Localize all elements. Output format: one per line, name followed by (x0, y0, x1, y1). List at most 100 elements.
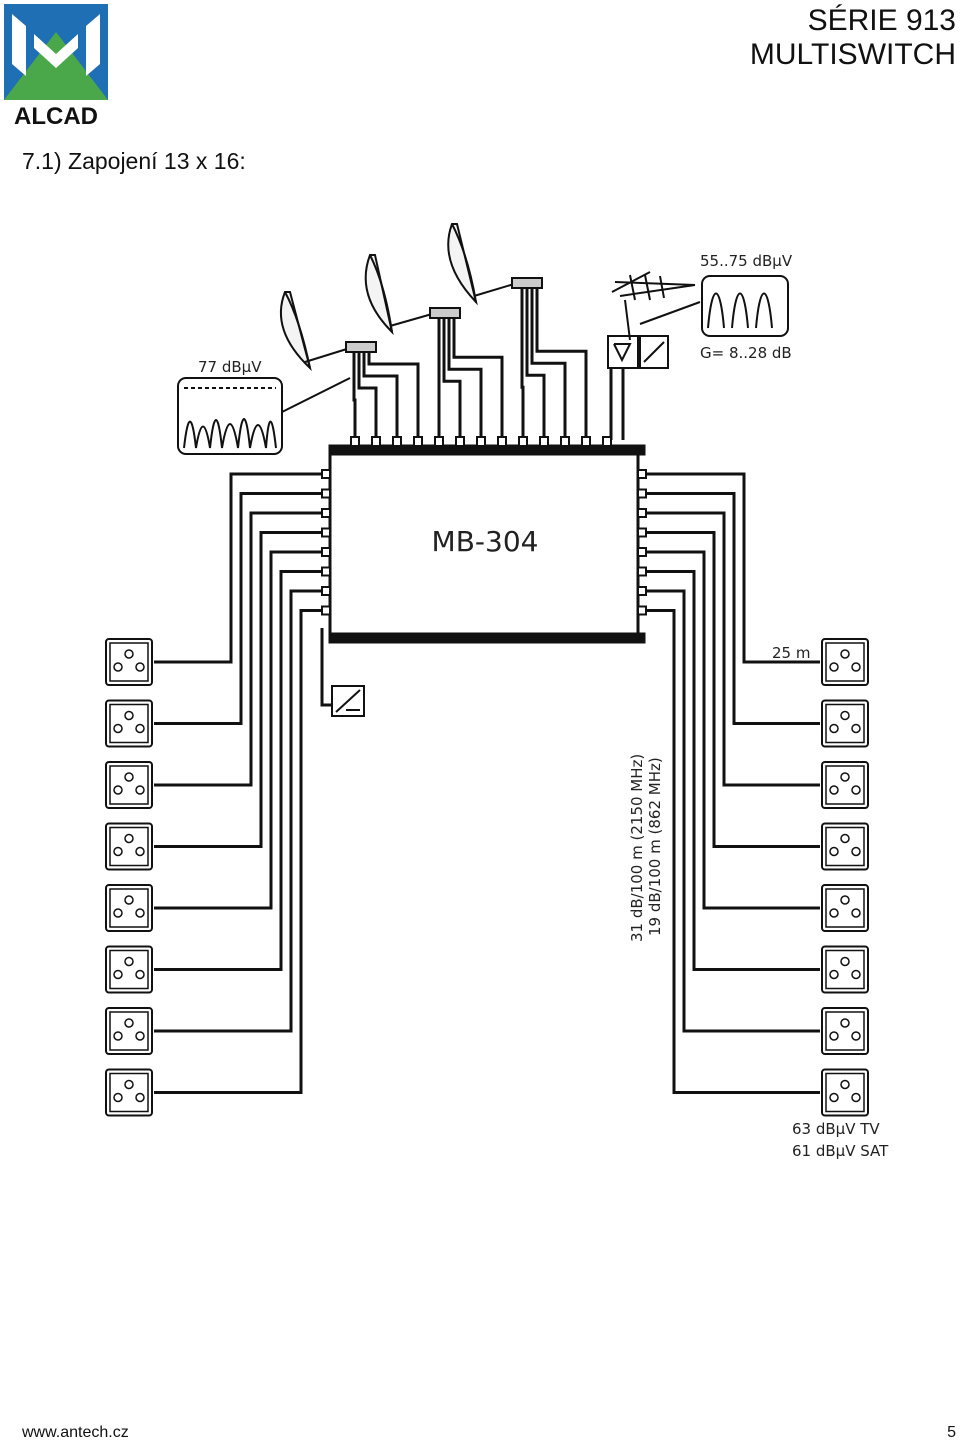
sat-socket (135, 785, 145, 795)
sat-socket (851, 1031, 861, 1041)
output-cable (154, 570, 322, 971)
sat-socket (851, 969, 861, 980)
sat-socket (135, 969, 145, 980)
output-cable (646, 589, 820, 1033)
input-port (350, 436, 360, 447)
outlet-face (109, 1072, 149, 1113)
lnb-cable (530, 288, 567, 437)
tv-socket (124, 833, 134, 844)
series-heading: SÉRIE 913 MULTISWITCH (750, 4, 956, 72)
series-line-1: SÉRIE 913 (807, 4, 956, 37)
radio-socket (113, 1092, 123, 1103)
wall-outlet-icon (105, 945, 153, 994)
lnb-cable (447, 318, 483, 437)
outlet-face (825, 888, 865, 928)
lnb-cable (442, 318, 462, 437)
tv-socket (124, 772, 134, 782)
radio-socket (113, 1031, 123, 1041)
output-cable (154, 492, 322, 725)
left-output-cables (154, 472, 322, 1094)
wall-outlet-icon (105, 638, 153, 686)
lnb-cable (535, 288, 588, 437)
outlet-face (109, 765, 149, 805)
input-port (581, 436, 591, 447)
outlet-frame (105, 761, 153, 809)
sat-socket (135, 1092, 145, 1103)
outlet-frame (821, 945, 869, 994)
outlet-face (825, 703, 865, 744)
radio-socket (113, 846, 123, 857)
output-port (321, 566, 331, 577)
output-cable (154, 589, 322, 1033)
outlet-face (825, 826, 865, 867)
input-port (371, 436, 381, 447)
input-port (539, 436, 549, 447)
outlet-face (109, 1011, 149, 1051)
radio-socket (829, 1092, 839, 1103)
output-port (637, 547, 647, 557)
outlet-face (109, 642, 149, 682)
input-port (434, 436, 444, 447)
device-model: MB-304 (432, 525, 539, 558)
tv-socket (840, 956, 850, 967)
tv-socket (124, 895, 134, 905)
power-supply-icon (331, 685, 365, 717)
wall-outlet-icon (105, 884, 153, 932)
radio-socket (829, 723, 839, 734)
lnb-cable (357, 352, 378, 437)
wall-outlet-icon (105, 1068, 153, 1117)
wall-outlet-icon (821, 638, 869, 686)
tv-socket (840, 649, 850, 659)
radio-socket (829, 785, 839, 795)
wall-outlet-icon (821, 699, 869, 748)
gain-label: G= 8..28 dB (700, 344, 792, 362)
outlet-frame (105, 1068, 153, 1117)
output-cable (154, 472, 322, 664)
output-port (637, 508, 647, 518)
input-port (602, 436, 612, 447)
sat-socket (135, 1031, 145, 1041)
output-tv-label: 63 dBμV TV (792, 1120, 880, 1138)
lnb-cable (362, 352, 399, 437)
multiswitch-mb-304 (321, 436, 647, 644)
outlet-face (825, 1011, 865, 1051)
tv-socket (840, 895, 850, 905)
tv-socket (124, 649, 134, 659)
right-output-cables (646, 472, 820, 1094)
outlet-face (825, 642, 865, 682)
lnb-cable (525, 288, 546, 437)
outlet-frame (105, 1007, 153, 1055)
attenuation-tv-label: 19 dB/100 m (862 MHz) (646, 757, 664, 936)
input-port (392, 436, 402, 447)
output-port (637, 527, 647, 538)
wall-outlet-icon (821, 945, 869, 994)
sat-socket (851, 908, 861, 918)
output-cable (154, 531, 322, 848)
output-port (321, 527, 331, 538)
page-number: 5 (947, 1424, 956, 1441)
output-port (321, 488, 331, 499)
outlet-face (109, 826, 149, 867)
radio-socket (113, 908, 123, 918)
output-cable (646, 609, 820, 1094)
input-port (518, 436, 528, 447)
input-port (497, 436, 507, 447)
tv-socket (840, 1079, 850, 1090)
output-port (321, 605, 331, 616)
footer-url[interactable]: www.antech.cz (22, 1424, 129, 1441)
wall-outlet-icon (105, 699, 153, 748)
tv-socket (840, 710, 850, 721)
tv-socket (840, 1018, 850, 1028)
radio-socket (829, 846, 839, 857)
output-port (321, 508, 331, 518)
sat-socket (851, 846, 861, 857)
sat-socket (851, 662, 861, 672)
input-port (560, 436, 570, 447)
outlet-face (109, 703, 149, 744)
radio-socket (113, 785, 123, 795)
cable-length-label: 25 m (772, 644, 810, 662)
alcad-logo: ALCAD (4, 4, 108, 130)
outlet-frame (821, 1068, 869, 1117)
lnb-cable (352, 352, 357, 437)
wall-outlet-icon (821, 1068, 869, 1117)
